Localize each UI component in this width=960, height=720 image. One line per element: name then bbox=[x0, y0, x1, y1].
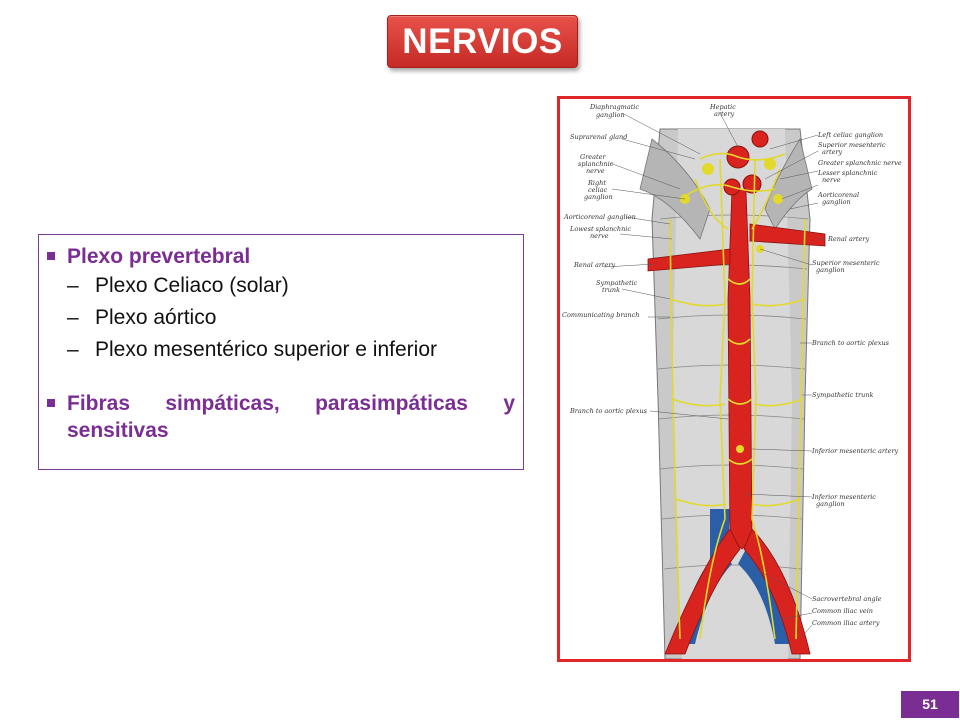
bullet-text: Plexo prevertebral bbox=[67, 245, 251, 268]
label-sympathetic-trunk-right: Sympathetic trunk bbox=[812, 391, 873, 399]
dash-icon: – bbox=[67, 338, 79, 361]
label-aorticorenal-right: Aorticorenal bbox=[817, 191, 859, 199]
svg-text:ganglion: ganglion bbox=[822, 198, 851, 206]
nerve-plexus-drawing: Diaphragmatic ganglion Suprarenal gland … bbox=[562, 103, 902, 659]
label-common-iliac-artery: Common iliac artery bbox=[812, 619, 880, 627]
svg-text:artery: artery bbox=[822, 148, 843, 156]
square-bullet-icon bbox=[47, 252, 55, 260]
bullet-text-line1: Fibras simpáticas, parasimpáticas y bbox=[67, 392, 515, 415]
dash-icon: – bbox=[67, 306, 79, 329]
dash-icon: – bbox=[67, 274, 79, 297]
label-branch-aortic-right: Branch to aortic plexus bbox=[811, 339, 890, 347]
svg-text:ganglion: ganglion bbox=[816, 500, 845, 508]
label-left-celiac-ganglion: Left celiac ganglion bbox=[817, 131, 883, 139]
label-suprarenal-gland: Suprarenal gland bbox=[570, 133, 627, 141]
svg-text:trunk: trunk bbox=[602, 286, 620, 294]
square-bullet-icon bbox=[47, 399, 55, 407]
label-sympathetic-trunk-left: Sympathetic bbox=[596, 279, 638, 287]
label-superior-mesenteric-ganglion: Superior mesenteric bbox=[812, 259, 880, 267]
svg-text:ganglion: ganglion bbox=[584, 193, 613, 201]
sub-item: – Plexo mesentérico superior e inferior bbox=[47, 334, 515, 366]
svg-text:nerve: nerve bbox=[586, 167, 605, 175]
bullet-prevertebral: Plexo prevertebral bbox=[47, 243, 515, 270]
label-aorticorenal-left: Aorticorenal ganglion bbox=[563, 213, 636, 221]
label-inferior-mesenteric-ganglion: Inferior mesenteric bbox=[811, 493, 876, 501]
sub-item-text: Plexo mesentérico superior e inferior bbox=[95, 338, 437, 361]
sub-item-text: Plexo Celiaco (solar) bbox=[95, 274, 289, 297]
bullet-text-line2: sensitivas bbox=[67, 419, 169, 442]
label-renal-artery-right: Renal artery bbox=[827, 235, 869, 243]
svg-text:nerve: nerve bbox=[822, 176, 841, 184]
svg-text:nerve: nerve bbox=[590, 232, 609, 240]
svg-text:celiac: celiac bbox=[588, 186, 608, 194]
bullet-fibras: Fibras simpáticas, parasimpáticas y sens… bbox=[47, 390, 515, 444]
sub-item: – Plexo aórtico bbox=[47, 302, 515, 334]
label-lesser-splanchnic: Lesser splanchnic bbox=[817, 169, 878, 177]
svg-text:artery: artery bbox=[714, 110, 735, 118]
svg-text:ganglion: ganglion bbox=[816, 266, 845, 274]
label-inferior-mesenteric-artery: Inferior mesenteric artery bbox=[811, 447, 899, 455]
label-greater-splanchnic-left: Greater bbox=[580, 153, 606, 161]
page-number: 51 bbox=[901, 691, 959, 718]
sub-item-text: Plexo aórtico bbox=[95, 306, 217, 329]
sub-item: – Plexo Celiaco (solar) bbox=[47, 270, 515, 302]
anatomy-illustration: Diaphragmatic ganglion Suprarenal gland … bbox=[557, 96, 911, 662]
label-superior-mesenteric-artery: Superior mesenteric bbox=[818, 141, 886, 149]
slide-title: NERVIOS bbox=[387, 15, 578, 68]
content-box: Plexo prevertebral – Plexo Celiaco (sola… bbox=[38, 234, 524, 470]
label-right-celiac-ganglion: Right bbox=[587, 179, 606, 187]
label-renal-artery-left: Renal artery bbox=[573, 261, 615, 269]
label-common-iliac-vein: Common iliac vein bbox=[812, 607, 873, 615]
label-communicating-branch: Communicating branch bbox=[562, 311, 639, 319]
svg-text:splanchnic: splanchnic bbox=[578, 160, 614, 168]
svg-text:ganglion: ganglion bbox=[596, 111, 625, 119]
label-hepatic-artery: Hepatic bbox=[709, 103, 736, 111]
label-branch-aortic-left: Branch to aortic plexus bbox=[569, 407, 648, 415]
label-lowest-splanchnic: Lowest splanchnic bbox=[569, 225, 631, 233]
label-diaphragmatic-ganglion: Diaphragmatic bbox=[589, 103, 639, 111]
label-sacrovertebral-angle: Sacrovertebral angle bbox=[812, 595, 882, 603]
label-greater-splanchnic-right: Greater splanchnic nerve bbox=[818, 159, 902, 167]
